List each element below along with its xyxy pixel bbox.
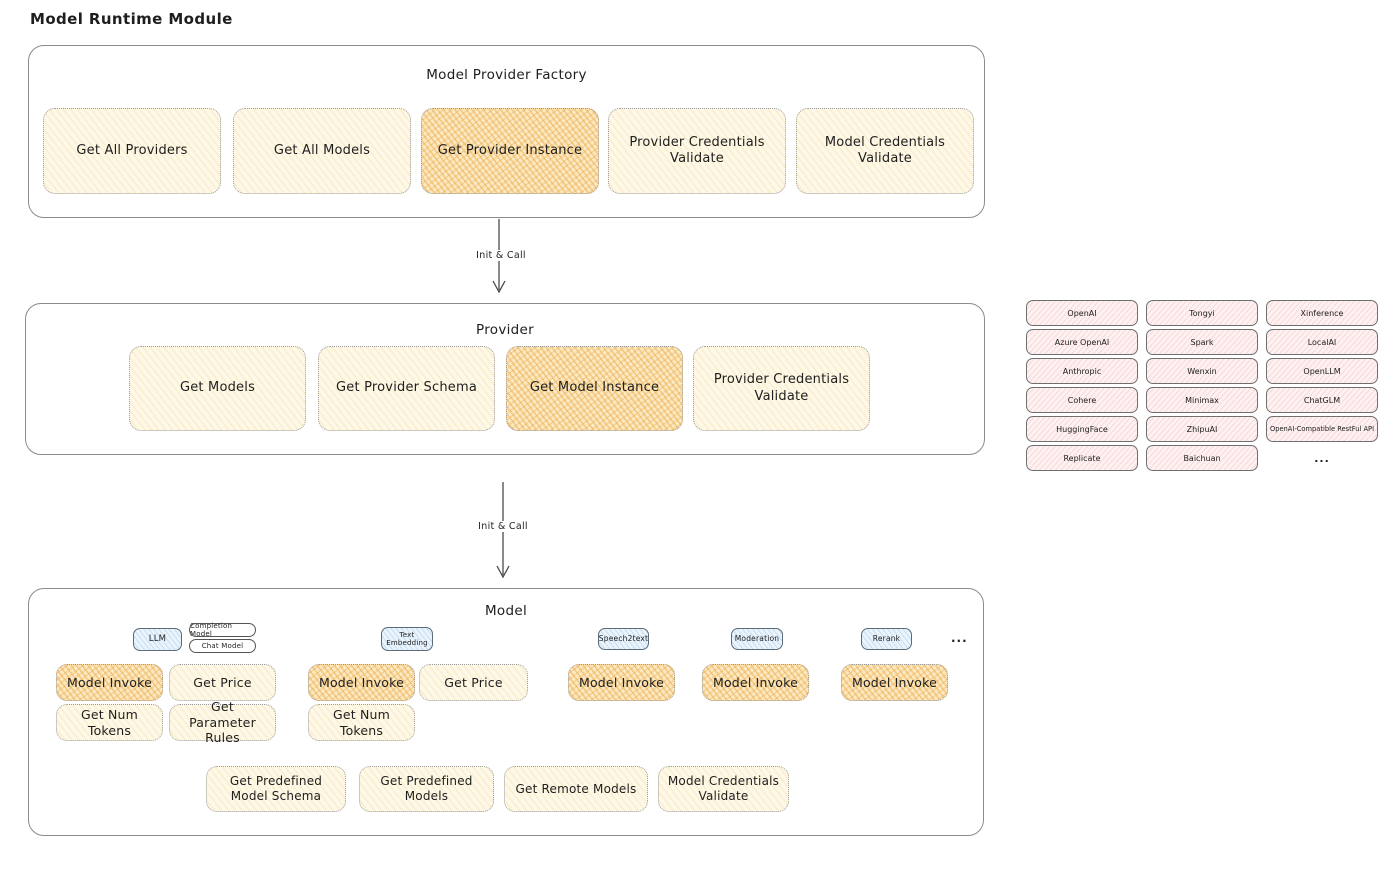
model-box-llm-get-num-tokens: Get Num Tokens (56, 704, 163, 741)
factory-box-get-all-providers: Get All Providers (43, 108, 221, 194)
factory-box-model-credentials-validate: Model Credentials Validate (796, 108, 974, 194)
model-box-get-predefined-models: Get Predefined Models (359, 766, 494, 812)
factory-box-provider-credentials-validate: Provider Credentials Validate (608, 108, 786, 194)
provider-cell-huggingface: HuggingFace (1026, 416, 1138, 442)
provider-cell-baichuan: Baichuan (1146, 445, 1258, 471)
model-box-embedding-get-num-tokens: Get Num Tokens (308, 704, 415, 741)
model-box-llm-model-invoke: Model Invoke (56, 664, 163, 701)
provider-cell-replicate: Replicate (1026, 445, 1138, 471)
tab-moderation: Moderation (731, 628, 783, 650)
provider-cell-localai: LocalAI (1266, 329, 1378, 355)
provider-box-get-model-instance: Get Model Instance (506, 346, 683, 431)
model-box-llm-get-price: Get Price (169, 664, 276, 701)
providers-grid: OpenAI Tongyi Xinference Azure OpenAI Sp… (1026, 300, 1378, 471)
provider-panel: Provider Get Models Get Provider Schema … (25, 303, 985, 455)
provider-cell-openai: OpenAI (1026, 300, 1138, 326)
factory-panel-title: Model Provider Factory (426, 67, 587, 83)
tab-chat-model: Chat Model (189, 639, 256, 653)
provider-cell-chatglm: ChatGLM (1266, 387, 1378, 413)
model-box-get-remote-models: Get Remote Models (504, 766, 648, 812)
factory-box-get-provider-instance: Get Provider Instance (421, 108, 599, 194)
provider-box-get-models: Get Models (129, 346, 306, 431)
provider-box-get-provider-schema: Get Provider Schema (318, 346, 495, 431)
tab-completion-model: Completion Model (189, 622, 256, 638)
provider-cell-azure-openai: Azure OpenAI (1026, 329, 1138, 355)
model-box-speech2text-model-invoke: Model Invoke (568, 664, 675, 701)
provider-cell-openai-compatible: OpenAI-Compatible RestFul API (1266, 416, 1378, 442)
model-box-embedding-model-invoke: Model Invoke (308, 664, 415, 701)
provider-box-provider-credentials-validate: Provider Credentials Validate (693, 346, 870, 431)
model-box-moderation-model-invoke: Model Invoke (702, 664, 809, 701)
model-box-get-predefined-model-schema: Get Predefined Model Schema (206, 766, 346, 812)
provider-cell-minimax: Minimax (1146, 387, 1258, 413)
provider-cell-spark: Spark (1146, 329, 1258, 355)
model-box-embedding-get-price: Get Price (419, 664, 528, 701)
provider-cell-wenxin: Wenxin (1146, 358, 1258, 384)
arrow-provider-to-model (496, 482, 510, 579)
provider-cell-anthropic: Anthropic (1026, 358, 1138, 384)
model-panel-title: Model (484, 603, 528, 619)
provider-cell-zhipuai: ZhipuAI (1146, 416, 1258, 442)
factory-box-get-all-models: Get All Models (233, 108, 411, 194)
arrow-label-init-call-2: Init & Call (460, 521, 546, 532)
tab-speech2text: Speech2text (598, 628, 649, 650)
provider-cell-cohere: Cohere (1026, 387, 1138, 413)
provider-cell-xinference: Xinference (1266, 300, 1378, 326)
model-box-model-credentials-validate: Model Credentials Validate (658, 766, 789, 812)
provider-panel-title: Provider (476, 322, 534, 338)
tab-text-embedding: Text Embedding (381, 627, 433, 651)
tab-rerank: Rerank (861, 628, 912, 650)
tabs-ellipsis: ... (951, 631, 968, 645)
arrow-label-init-call-1: Init & Call (458, 250, 544, 261)
provider-cell-ellipsis: ... (1314, 451, 1330, 465)
diagram-title: Model Runtime Module (30, 10, 233, 28)
model-box-llm-get-parameter-rules: Get Parameter Rules (169, 699, 276, 745)
provider-cell-tongyi: Tongyi (1146, 300, 1258, 326)
factory-panel: Model Provider Factory Get All Providers… (28, 45, 985, 218)
tab-llm: LLM (133, 628, 182, 651)
provider-cell-openllm: OpenLLM (1266, 358, 1378, 384)
model-box-rerank-model-invoke: Model Invoke (841, 664, 948, 701)
model-panel: Model LLM Completion Model Chat Model Te… (28, 588, 984, 836)
